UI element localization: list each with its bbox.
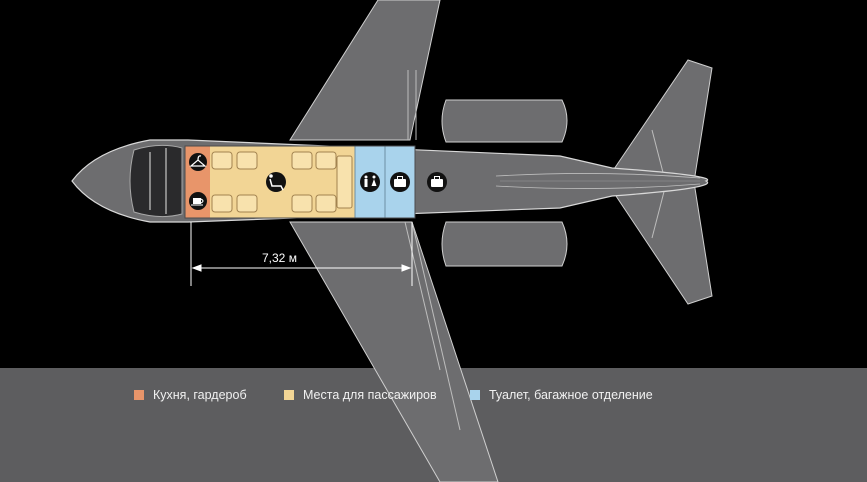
upper-tailplane	[611, 59, 713, 183]
reclining-seat-icon	[266, 172, 286, 192]
legend-swatch-lavatory	[470, 390, 480, 400]
hanger-icon	[189, 153, 207, 171]
coffee-cup-icon	[189, 192, 207, 210]
legend-label: Кухня, гардероб	[153, 388, 247, 402]
upper-wing	[289, 0, 441, 141]
restroom-icon	[360, 172, 380, 192]
cabin-length-label: 7,32 м	[262, 251, 297, 265]
legend: Кухня, гардероб Места для пассажиров Туа…	[0, 388, 867, 408]
legend-swatch-passenger	[284, 390, 294, 400]
luggage-icon	[390, 172, 410, 192]
legend-item-lavatory: Туалет, багажное отделение	[470, 388, 653, 402]
cabin-length-dimension	[190, 222, 413, 286]
cockpit-windows	[129, 144, 183, 218]
legend-item-passenger: Места для пассажиров	[284, 388, 437, 402]
legend-swatch-galley	[134, 390, 144, 400]
luggage-icon	[427, 172, 447, 192]
lower-wing	[289, 221, 499, 482]
upper-engine	[441, 99, 568, 143]
passenger-seats	[211, 151, 353, 213]
legend-label: Туалет, багажное отделение	[489, 388, 653, 402]
legend-item-galley: Кухня, гардероб	[134, 388, 247, 402]
lower-engine	[441, 221, 568, 267]
legend-label: Места для пассажиров	[303, 388, 437, 402]
